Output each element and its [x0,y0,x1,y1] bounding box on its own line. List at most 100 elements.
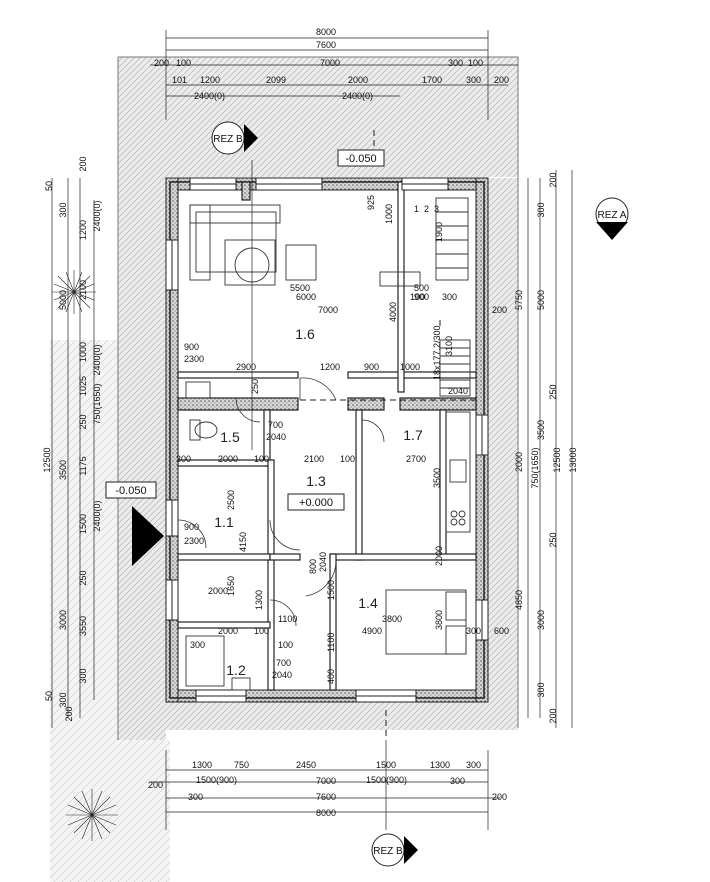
svg-text:800: 800 [308,559,318,574]
svg-text:300: 300 [466,760,481,770]
svg-text:1650: 1650 [226,576,236,596]
doors [177,377,385,627]
svg-text:5500: 5500 [290,283,310,293]
svg-text:500: 500 [414,283,429,293]
interior-dimensions-room-1-1: 900 2300 2500 4150 2000 1650 900 2300 [184,342,248,596]
svg-text:2400(0): 2400(0) [194,91,225,101]
svg-text:12500: 12500 [42,447,52,472]
svg-text:2000: 2000 [208,586,228,596]
svg-text:200: 200 [548,172,558,187]
svg-text:3800: 3800 [382,614,402,624]
svg-text:200: 200 [492,792,507,802]
section-marker-rez-a: REZ A [595,197,629,240]
svg-text:100: 100 [410,292,425,302]
svg-text:2400(0): 2400(0) [92,344,102,375]
svg-text:250: 250 [250,379,260,394]
svg-text:3100: 3100 [444,336,454,356]
svg-text:2300: 2300 [184,354,204,364]
svg-text:1500: 1500 [78,514,88,534]
svg-text:5000: 5000 [58,290,68,310]
svg-text:2900: 2900 [236,362,256,372]
svg-text:6000: 6000 [296,292,316,302]
svg-text:600: 600 [494,626,509,636]
svg-text:100: 100 [278,640,293,650]
svg-text:300: 300 [442,292,457,302]
svg-text:+0.000: +0.000 [299,497,333,509]
svg-text:8000: 8000 [316,808,336,818]
room-number-1-5: 1.5 [220,429,240,445]
room-number-1-6: 1.6 [295,326,315,342]
svg-text:400: 400 [326,669,336,684]
svg-text:-0.050: -0.050 [345,153,376,165]
svg-text:2400(0): 2400(0) [92,200,102,231]
level-tag-floor: +0.000 [287,493,345,511]
svg-text:2450: 2450 [296,760,316,770]
svg-text:2000: 2000 [434,546,444,566]
svg-text:1900: 1900 [434,222,444,242]
interior-dimensions-room-1-2: 2000 100 1100 700 2040 300 100 1300 [190,590,297,680]
svg-text:7600: 7600 [316,792,336,802]
svg-text:3: 3 [434,204,439,214]
room-number-1-4: 1.4 [358,595,378,611]
svg-text:925: 925 [366,195,376,210]
svg-text:1500(900): 1500(900) [366,775,407,785]
room-number-1-7: 1.7 [403,427,423,443]
svg-text:101: 101 [172,75,187,85]
svg-text:700: 700 [268,420,283,430]
room-number-1-2: 1.2 [226,662,246,678]
room-number-1-3: 1.3 [306,473,326,489]
svg-text:250: 250 [78,570,88,585]
svg-text:4900: 4900 [362,626,382,636]
svg-text:300: 300 [190,640,205,650]
svg-text:900: 900 [364,362,379,372]
svg-text:12500: 12500 [552,447,562,472]
svg-text:900: 900 [184,342,199,352]
svg-text:200: 200 [148,780,163,790]
svg-text:3000: 3000 [58,610,68,630]
svg-text:1500: 1500 [326,580,336,600]
svg-text:2040: 2040 [272,670,292,680]
svg-text:200: 200 [492,305,507,315]
svg-text:13000: 13000 [568,447,578,472]
svg-text:7000: 7000 [318,305,338,315]
svg-text:250: 250 [548,384,558,399]
svg-text:3500: 3500 [432,468,442,488]
svg-text:3500: 3500 [58,460,68,480]
svg-text:4150: 4150 [238,532,248,552]
svg-text:-0.050: -0.050 [115,485,146,497]
room-number-1-1: 1.1 [214,514,234,530]
svg-text:750: 750 [234,760,249,770]
svg-text:4000: 4000 [388,302,398,322]
right-dimensions: 13000 12500 5750 2000 4850 5000 3500 300… [514,172,578,723]
paving-area [50,56,519,882]
svg-text:3000: 3000 [536,610,546,630]
level-tag-entry: -0.050 [105,481,157,499]
svg-text:750(1650): 750(1650) [530,447,540,488]
svg-text:250: 250 [548,532,558,547]
svg-text:100: 100 [254,454,269,464]
svg-text:1200: 1200 [200,75,220,85]
svg-text:2500: 2500 [226,490,236,510]
svg-text:1000: 1000 [384,204,394,224]
svg-text:1200: 1200 [320,362,340,372]
svg-text:3800: 3800 [434,610,444,630]
svg-text:2000: 2000 [514,452,524,472]
svg-text:18x177.2/300: 18x177.2/300 [432,325,442,380]
svg-text:3500: 3500 [536,420,546,440]
svg-text:1100: 1100 [278,614,297,624]
section-marker-rez-b-top: REZ B [211,121,258,155]
svg-text:300: 300 [466,75,481,85]
interior-dimensions-living: 5500 6000 7000 2900 1200 900 1000 500 90… [236,195,507,372]
svg-text:1300: 1300 [192,760,212,770]
svg-text:200: 200 [64,706,74,721]
svg-text:1: 1 [414,204,419,214]
svg-text:2100: 2100 [304,454,324,464]
left-dimensions: 12500 50 300 5000 3500 3000 300 50 200 1… [42,156,102,721]
svg-text:2700: 2700 [406,454,426,464]
dimension-lines [51,30,573,830]
svg-text:1700: 1700 [422,75,442,85]
svg-text:300: 300 [188,792,203,802]
svg-text:300: 300 [536,202,546,217]
section-label-rez-a: REZ A [598,210,627,221]
svg-text:2099: 2099 [266,75,286,85]
